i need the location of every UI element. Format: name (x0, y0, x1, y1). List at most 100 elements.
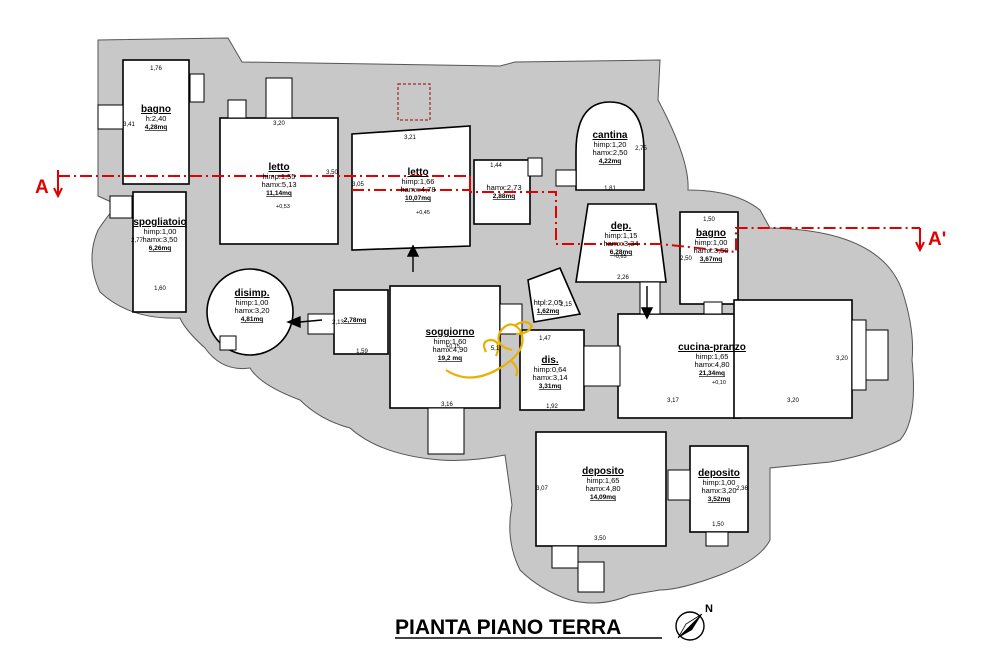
room-label-dis-rm-line: himp:0,64 (534, 365, 567, 374)
section-start-label: A (35, 177, 49, 198)
room-cantina (575, 101, 645, 191)
room-dep (575, 203, 667, 283)
room-label-spogliatoio-rm-name: spogliatoio (133, 217, 186, 228)
room-dis (519, 329, 585, 411)
room-label-soggiorno-rm-area: 19,2 mq (438, 355, 462, 362)
room-label-deposito1-rm-name: deposito (582, 466, 624, 477)
room-label-small-rm-area: 1,62mq (537, 308, 559, 315)
room-deposito-1 (535, 431, 667, 547)
room-label-cucina-rm-line: himp:1,65 (696, 352, 729, 361)
room-label-letto2-rm-area: 10,07mq (405, 195, 431, 202)
rooms (122, 59, 853, 547)
room-soggiorno (389, 285, 501, 409)
arrows (286, 244, 654, 329)
room-label-soggiorno-rm-line: hamx:4,90 (432, 345, 467, 354)
room-label-cucina-rm-area: 21,34mq (699, 370, 725, 377)
room-label-dep-rm-line: himp:1,15 (605, 231, 638, 240)
dim-cucina-w1: 3,17 (667, 398, 679, 404)
dim-corr-w: 1,59 (356, 349, 368, 355)
room-label-small-rm-line: htpl:2,05 (534, 298, 563, 307)
room-small (527, 266, 582, 323)
spot-level: +0,15 (446, 344, 460, 350)
room-label-dep-rm-name: dep. (611, 221, 632, 232)
plan-title: PIANTA PIANO TERRA (395, 616, 621, 639)
dim-bagno1-h: 3,41 (123, 122, 135, 128)
dim-dis-w: 1,92 (546, 404, 558, 410)
dim-cucina-h: 3,20 (836, 356, 848, 362)
dim-sogg-h: 5,1 (491, 346, 500, 352)
room-spogliatoio (132, 191, 187, 313)
room-labels: bagnoh:2,404,28mqlettohimp:1,55hamx:5,13… (133, 104, 746, 503)
room-cucina-est (733, 299, 853, 419)
room-label-letto1-rm-name: letto (268, 162, 289, 173)
room-label-dep-rm-area: 6,28mq (610, 249, 632, 256)
room-label-deposito2-rm-line: himp:1,00 (703, 478, 736, 487)
dim-corr-h: 2,13 (332, 320, 344, 326)
dim-dep2-h: 2,36 (736, 486, 748, 492)
dim-small-h: 2,15 (560, 302, 572, 308)
room-label-soggiorno-rm-line: himp:1,60 (434, 337, 467, 346)
room-label-bagno1-rm-name: bagno (141, 104, 171, 115)
section-end-label: A' (928, 229, 946, 250)
room-label-disimp-rm-area: 4,81mq (241, 316, 263, 323)
spot-levels: +0,53 +0,45 -0,65 +0,10 +0,15 (276, 204, 726, 386)
dim-bagno1-w: 1,76 (150, 66, 162, 72)
room-label-ripost-rm-area: 2,88mq (493, 193, 515, 200)
dimension-labels: 1,76 3,41 3,20 3,50 3,21 3,05 1,44 2,75 … (123, 66, 848, 542)
section-line (53, 170, 925, 254)
room-label-dis-rm-line: hamx:3,14 (532, 373, 567, 382)
annotation-scribble (445, 320, 534, 379)
room-label-dep-rm-line: hamx:3,34 (603, 239, 638, 248)
room-label-disimp-rm-line: hamx:3,20 (234, 306, 269, 315)
dim-spogl-h: 2,77 (131, 238, 143, 244)
spot-level: +0,10 (712, 380, 726, 386)
room-label-cantina-rm-line: himp:1,20 (594, 140, 627, 149)
room-label-disimp-rm-line: himp:1,00 (236, 298, 269, 307)
dim-ripost-w: 1,44 (490, 163, 502, 169)
room-label-bagno1-rm-area: 4,28mq (145, 124, 167, 131)
room-label-deposito1-rm-line: himp:1,65 (587, 476, 620, 485)
dim-dep-w: 2,26 (617, 275, 629, 281)
spot-level: -0,65 (614, 254, 627, 260)
room-label-disimp-rm-name: disimp. (234, 288, 269, 299)
room-bagno-2 (679, 211, 739, 305)
dim-bagno2-w: 1,50 (703, 217, 715, 223)
spot-level: +0,53 (276, 204, 290, 210)
room-label-dis-rm-area: 3,31mq (539, 383, 561, 390)
room-label-spogliatoio-rm-area: 6,26mq (149, 245, 171, 252)
room-label-cantina-rm-name: cantina (592, 130, 627, 141)
dim-dis-h: 1,47 (539, 336, 551, 342)
room-label-ripost-rm-line: hamx:2,73 (486, 183, 521, 192)
dim-cantina-h: 2,75 (635, 146, 647, 152)
north-arrow-icon: N (675, 603, 713, 641)
room-label-deposito2-rm-area: 3,52mq (708, 496, 730, 503)
room-letto-2 (351, 125, 471, 251)
dim-sogg-w: 3,16 (441, 402, 453, 408)
dim-dep1-h: 3,07 (536, 486, 548, 492)
room-label-deposito1-rm-area: 14,09mq (590, 494, 616, 501)
openings (97, 73, 889, 593)
dim-letto1-h: 3,50 (326, 170, 338, 176)
room-cucina-pranzo (617, 313, 741, 419)
room-label-cucina-rm-name: cucina-pranzo (678, 342, 746, 353)
room-label-dis-rm-name: dis. (541, 355, 558, 366)
room-label-letto2-rm-line: himp:1,66 (402, 177, 435, 186)
room-label-letto2-rm-line: hamx:4,78 (400, 185, 435, 194)
room-label-bagno1-rm-line: h:2,40 (146, 114, 167, 123)
room-label-letto1-rm-area: 11,14mq (266, 190, 292, 197)
room-label-cucina-rm-line: hamx:4,80 (694, 360, 729, 369)
room-label-deposito2-rm-name: deposito (698, 468, 740, 479)
dim-cantina-w: 1,81 (604, 186, 616, 192)
room-label-cantina-rm-line: hamx:2,50 (592, 148, 627, 157)
dim-letto1-w: 3,20 (273, 121, 285, 127)
room-label-bagno2-rm-name: bagno (696, 228, 726, 239)
room-label-soggiorno-rm-name: soggiorno (426, 327, 475, 338)
dim-spogl-w: 1,60 (154, 286, 166, 292)
room-disimpegno (206, 268, 294, 356)
dim-dep2-w: 1,50 (712, 522, 724, 528)
spot-level: +0,45 (416, 210, 430, 216)
north-letter: N (705, 603, 713, 615)
room-label-deposito1-rm-line: hamx:4,80 (585, 484, 620, 493)
dim-dep1-w: 3,50 (594, 536, 606, 542)
